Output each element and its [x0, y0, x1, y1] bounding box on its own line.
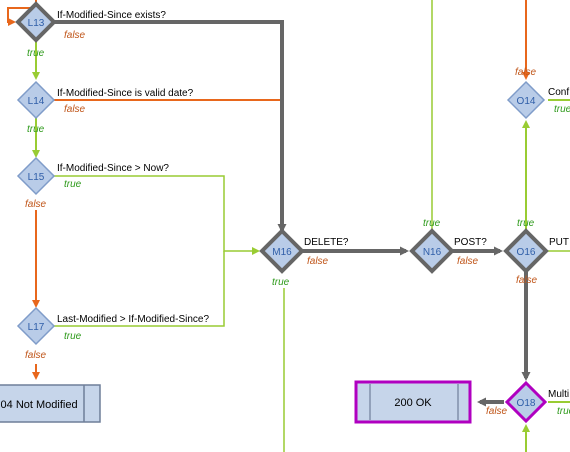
node-l14-true-label: true	[27, 124, 45, 135]
node-o14-id: O14	[517, 96, 536, 107]
node-m16-true-label: true	[272, 277, 290, 288]
node-o16-false-label: false	[516, 275, 538, 286]
node-l14[interactable]: L14	[16, 80, 56, 120]
node-n16-question: POST?	[454, 237, 487, 248]
status-200-label: 200 OK	[394, 397, 432, 409]
node-l17-question: Last-Modified > If-Modified-Since?	[57, 314, 209, 325]
edge-l13-false-m16	[52, 20, 287, 233]
node-o18-true-label: true	[557, 406, 570, 417]
node-o18[interactable]: O18	[504, 380, 548, 424]
node-m16[interactable]: M16	[259, 228, 305, 274]
node-o18-question: Multi	[548, 389, 569, 400]
node-o16-true-label: true	[517, 218, 535, 229]
node-l13-question: If-Modified-Since exists?	[57, 10, 166, 21]
node-o18-false-label: false	[486, 406, 508, 417]
node-l17-id: L17	[28, 322, 45, 333]
node-m16-question: DELETE?	[304, 237, 349, 248]
node-l17-false-label: false	[25, 350, 47, 361]
node-o16-id: O16	[517, 247, 536, 258]
node-o16-question: PUT	[549, 237, 569, 248]
node-l13-false-label: false	[64, 30, 86, 41]
node-n16-id: N16	[423, 247, 442, 258]
node-n16-false-label: false	[457, 256, 479, 267]
node-l13-id: L13	[28, 18, 45, 29]
node-o14-true-label: true	[554, 104, 570, 115]
node-l13[interactable]: L13	[15, 1, 57, 43]
node-l14-question: If-Modified-Since is valid date?	[57, 88, 194, 99]
node-n16[interactable]: N16	[409, 228, 455, 274]
node-l15-id: L15	[28, 172, 45, 183]
node-l13-true-label: true	[27, 48, 45, 59]
node-l15-true-label: true	[64, 179, 82, 190]
node-m16-false-label: false	[307, 256, 329, 267]
status-304-label: 304 Not Modified	[0, 399, 78, 411]
node-l14-id: L14	[28, 96, 45, 107]
status-200-box[interactable]: 200 OK	[354, 380, 472, 424]
node-l14-false-label: false	[64, 104, 86, 115]
node-o16[interactable]: O16	[503, 228, 549, 274]
node-l15-question: If-Modified-Since > Now?	[57, 163, 169, 174]
node-o18-id: O18	[517, 398, 536, 409]
node-m16-id: M16	[272, 247, 292, 258]
node-o14-question: Conf	[548, 87, 569, 98]
edge-l17-true-m16	[52, 251, 225, 327]
node-o14-false-label: false	[515, 67, 537, 78]
node-l17[interactable]: L17	[16, 306, 56, 346]
node-o14[interactable]: O14	[506, 80, 546, 120]
status-304-box[interactable]: 304 Not Modified	[0, 384, 101, 423]
edge-l15-true-m16	[52, 175, 260, 255]
node-n16-true-label: true	[423, 218, 441, 229]
node-l17-true-label: true	[64, 331, 82, 342]
node-l15-false-label: false	[25, 199, 47, 210]
node-l15[interactable]: L15	[16, 156, 56, 196]
